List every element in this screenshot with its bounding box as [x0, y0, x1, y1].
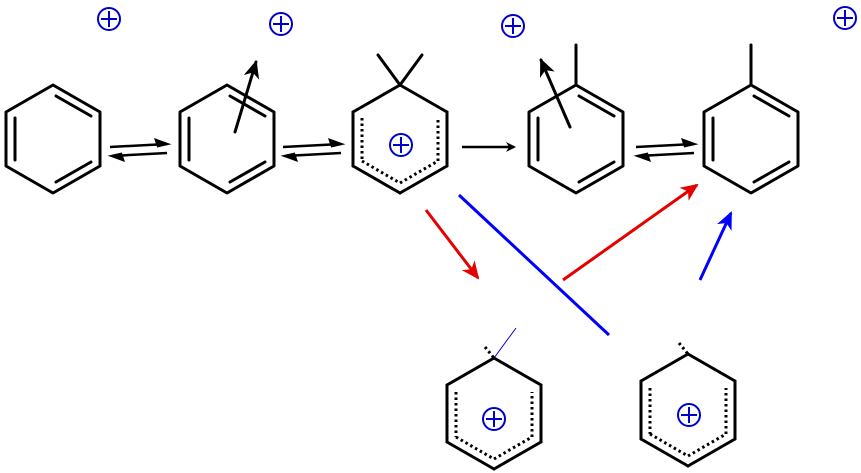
equilibrium-arrow-icon [280, 137, 346, 163]
equilibrium-arrow-icon [633, 137, 699, 163]
benzene-pi-complex [178, 60, 276, 195]
cation-bottom-left [445, 327, 543, 471]
plus-circle-icon [389, 133, 413, 157]
toluene-pi-complex [527, 43, 625, 195]
arrow-icon [539, 58, 572, 129]
benzene [4, 83, 102, 195]
arrow-icon [698, 211, 733, 281]
cation-bottom-right [639, 342, 737, 468]
toluene [702, 43, 800, 195]
wheland-intermediate [351, 53, 449, 195]
plus-circle-icon [833, 6, 857, 30]
arrow-icon [424, 209, 480, 280]
arrow-icon [233, 60, 260, 134]
arrow-icon [562, 183, 699, 282]
equilibrium-arrow-icon [107, 137, 172, 163]
connector-line [457, 193, 611, 337]
plus-circle-icon [677, 403, 701, 427]
plus-circle-icon [501, 14, 525, 38]
plus-circle-icon [97, 7, 121, 31]
plus-circle-icon [482, 407, 506, 431]
plus-circle-icon [269, 12, 293, 36]
